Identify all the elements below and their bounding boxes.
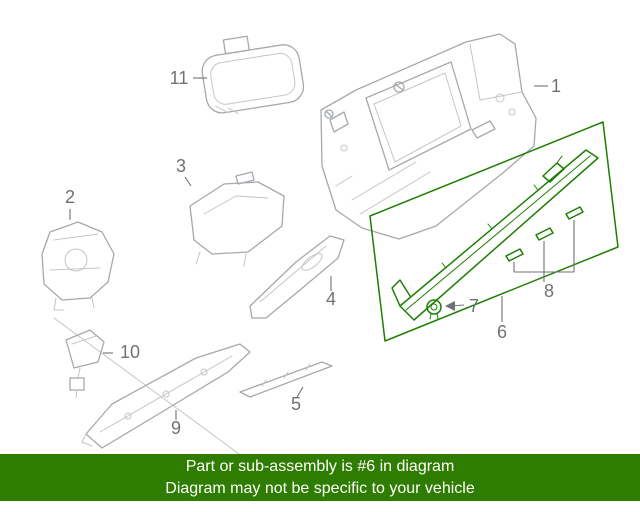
divider-line (53, 317, 240, 454)
clip-drawing-top (542, 155, 565, 183)
part-7-bolt-drawing (426, 299, 442, 320)
notice-line-2: Diagram may not be specific to your vehi… (165, 479, 475, 497)
callout-leaders (69, 77, 575, 420)
callout-9-label: 9 (171, 418, 181, 438)
part-2-side-bracket-drawing (41, 221, 115, 311)
part-3-cluster-hood-drawing (189, 171, 285, 267)
part-4-trim-drawing (249, 235, 345, 319)
part-6-highlight-group (369, 121, 619, 342)
callout-11-label: 11 (170, 68, 189, 88)
part-9-lower-panel-drawing (81, 343, 251, 449)
part-11-airbag-module-drawing (201, 35, 305, 115)
notice-line-1: Part or sub-assembly is #6 in diagram (185, 457, 455, 475)
callout-5-label: 5 (291, 394, 301, 414)
callout-2-label: 2 (65, 187, 75, 207)
highlight-box (369, 121, 619, 342)
callout-8-label: 8 (544, 281, 554, 301)
callout-3-label: 3 (176, 156, 186, 176)
part-8-clips-drawing (505, 206, 584, 262)
callout-1-label: 1 (551, 76, 561, 96)
exploded-parts-diagram: 1 2 3 4 5 6 7 8 9 10 11 (41, 33, 619, 454)
screw-drawing (324, 81, 405, 119)
callout-4-label: 4 (326, 289, 336, 309)
part-5-strip-drawing (239, 361, 333, 398)
part-10-sensor-drawing (65, 329, 105, 399)
callout-7-label: 7 (469, 296, 479, 316)
callout-10-label: 10 (120, 342, 140, 362)
part-1-instrument-panel-drawing (320, 33, 537, 240)
notice-banner: Part or sub-assembly is #6 in diagram Di… (0, 454, 640, 501)
part-6-sill-trim-drawing (391, 149, 599, 321)
callout-6-label: 6 (497, 322, 507, 342)
